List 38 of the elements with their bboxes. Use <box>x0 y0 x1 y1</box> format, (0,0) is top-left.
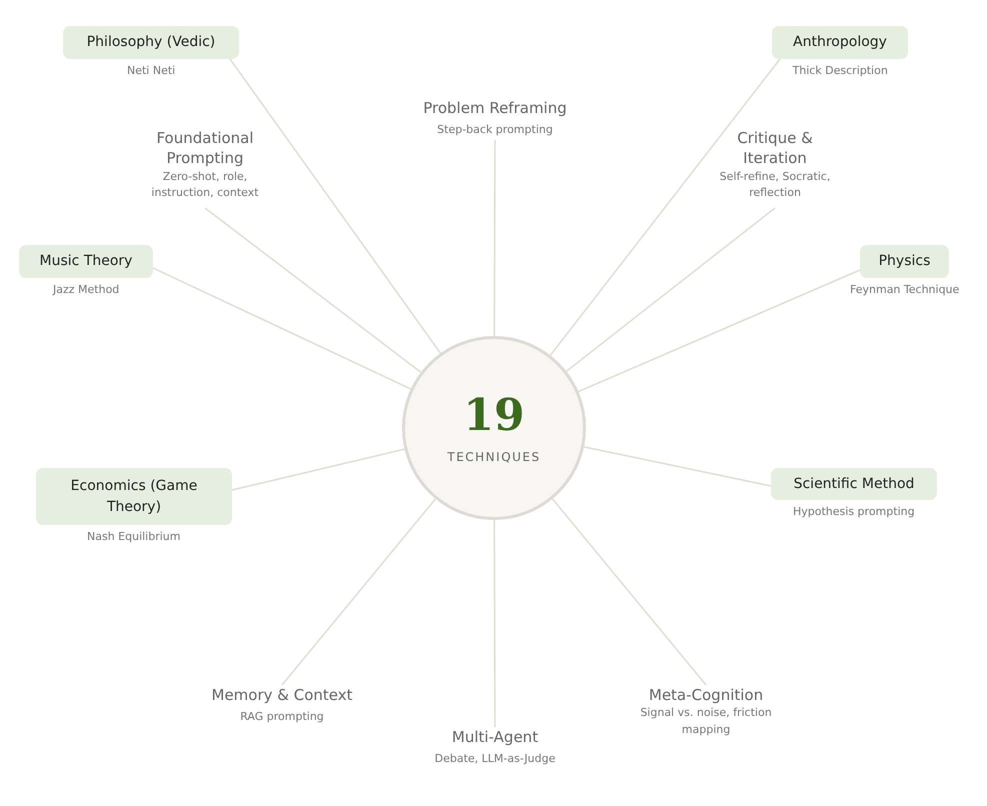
technique-examples: Zero-shot, role, instruction, context <box>150 168 260 201</box>
category-heading: Problem Reframing <box>423 98 567 118</box>
connector-line <box>494 520 496 727</box>
technique-label: Neti Neti <box>127 64 176 77</box>
technique-label: Jazz Method <box>53 283 120 296</box>
category-heading: Meta-Cognition <box>648 685 764 706</box>
technique-examples: Signal vs. noise, friction mapping <box>639 705 773 738</box>
category-heading: Critique & Iteration <box>736 128 814 168</box>
connector-line <box>550 58 781 356</box>
category-heading: Multi-Agent <box>452 727 538 748</box>
discipline-box: Physics <box>860 245 949 278</box>
connector-line <box>552 498 707 686</box>
category-heading: Foundational Prompting <box>155 128 255 168</box>
count-caption: TECHNIQUES <box>447 450 541 464</box>
technique-examples: RAG prompting <box>240 709 324 726</box>
technique-examples: Self-refine, Socratic, reflection <box>718 168 832 201</box>
connector-line <box>494 140 496 336</box>
discipline-box: Anthropology <box>772 26 908 59</box>
connector-line <box>584 446 772 487</box>
technique-label: Thick Description <box>792 64 888 77</box>
connector-line <box>566 207 776 372</box>
discipline-box: Philosophy (Vedic) <box>63 26 239 59</box>
technique-label: Nash Equilibrium <box>87 530 180 543</box>
connector-line <box>152 267 412 390</box>
category-heading: Memory & Context <box>212 685 352 706</box>
count-number: 19 <box>463 392 525 440</box>
technique-label: Hypothesis prompting <box>793 505 915 518</box>
discipline-box: Scientific Method <box>771 468 937 500</box>
connector-line <box>204 207 422 373</box>
connector-line <box>578 269 860 392</box>
technique-examples: Step-back prompting <box>437 122 553 138</box>
technique-label: Feynman Technique <box>850 283 960 296</box>
connector-line <box>281 498 436 686</box>
discipline-box: Music Theory <box>19 245 153 278</box>
discipline-box: Economics (Game Theory) <box>36 468 232 525</box>
connector-line <box>229 58 442 354</box>
connector-line <box>232 448 405 491</box>
technique-examples: Debate, LLM-as-Judge <box>434 751 556 768</box>
